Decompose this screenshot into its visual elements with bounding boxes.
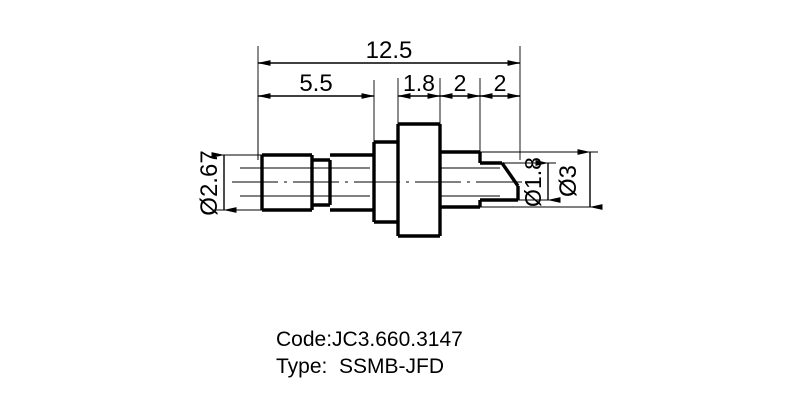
caption-type-line: Type: SSMB-JFD (276, 355, 445, 378)
dimension-lines-group (211, 60, 603, 213)
dim-text-dia267: Ø2.67 (196, 150, 223, 215)
part-outline-group (260, 122, 520, 238)
dim-text-18: 1.8 (403, 70, 435, 96)
dim-text-dia18: Ø1.8 (520, 157, 546, 207)
dim-text-2a: 2 (454, 70, 467, 96)
dim-text-55: 5.5 (299, 70, 332, 97)
dim-text-dia3: Ø3 (555, 165, 582, 197)
caption-code-line: Code:JC3.660.3147 (276, 328, 463, 351)
dimension-text-group: 12.5 5.5 1.8 2 2 Ø2.67 Ø1.8 Ø3 (196, 37, 582, 216)
dim-text-2b: 2 (494, 70, 507, 96)
dim-text-overall: 12.5 (366, 37, 413, 64)
caption-block: Code:JC3.660.3147 Type: SSMB-JFD (276, 326, 576, 380)
pin-chamfer (500, 162, 520, 187)
